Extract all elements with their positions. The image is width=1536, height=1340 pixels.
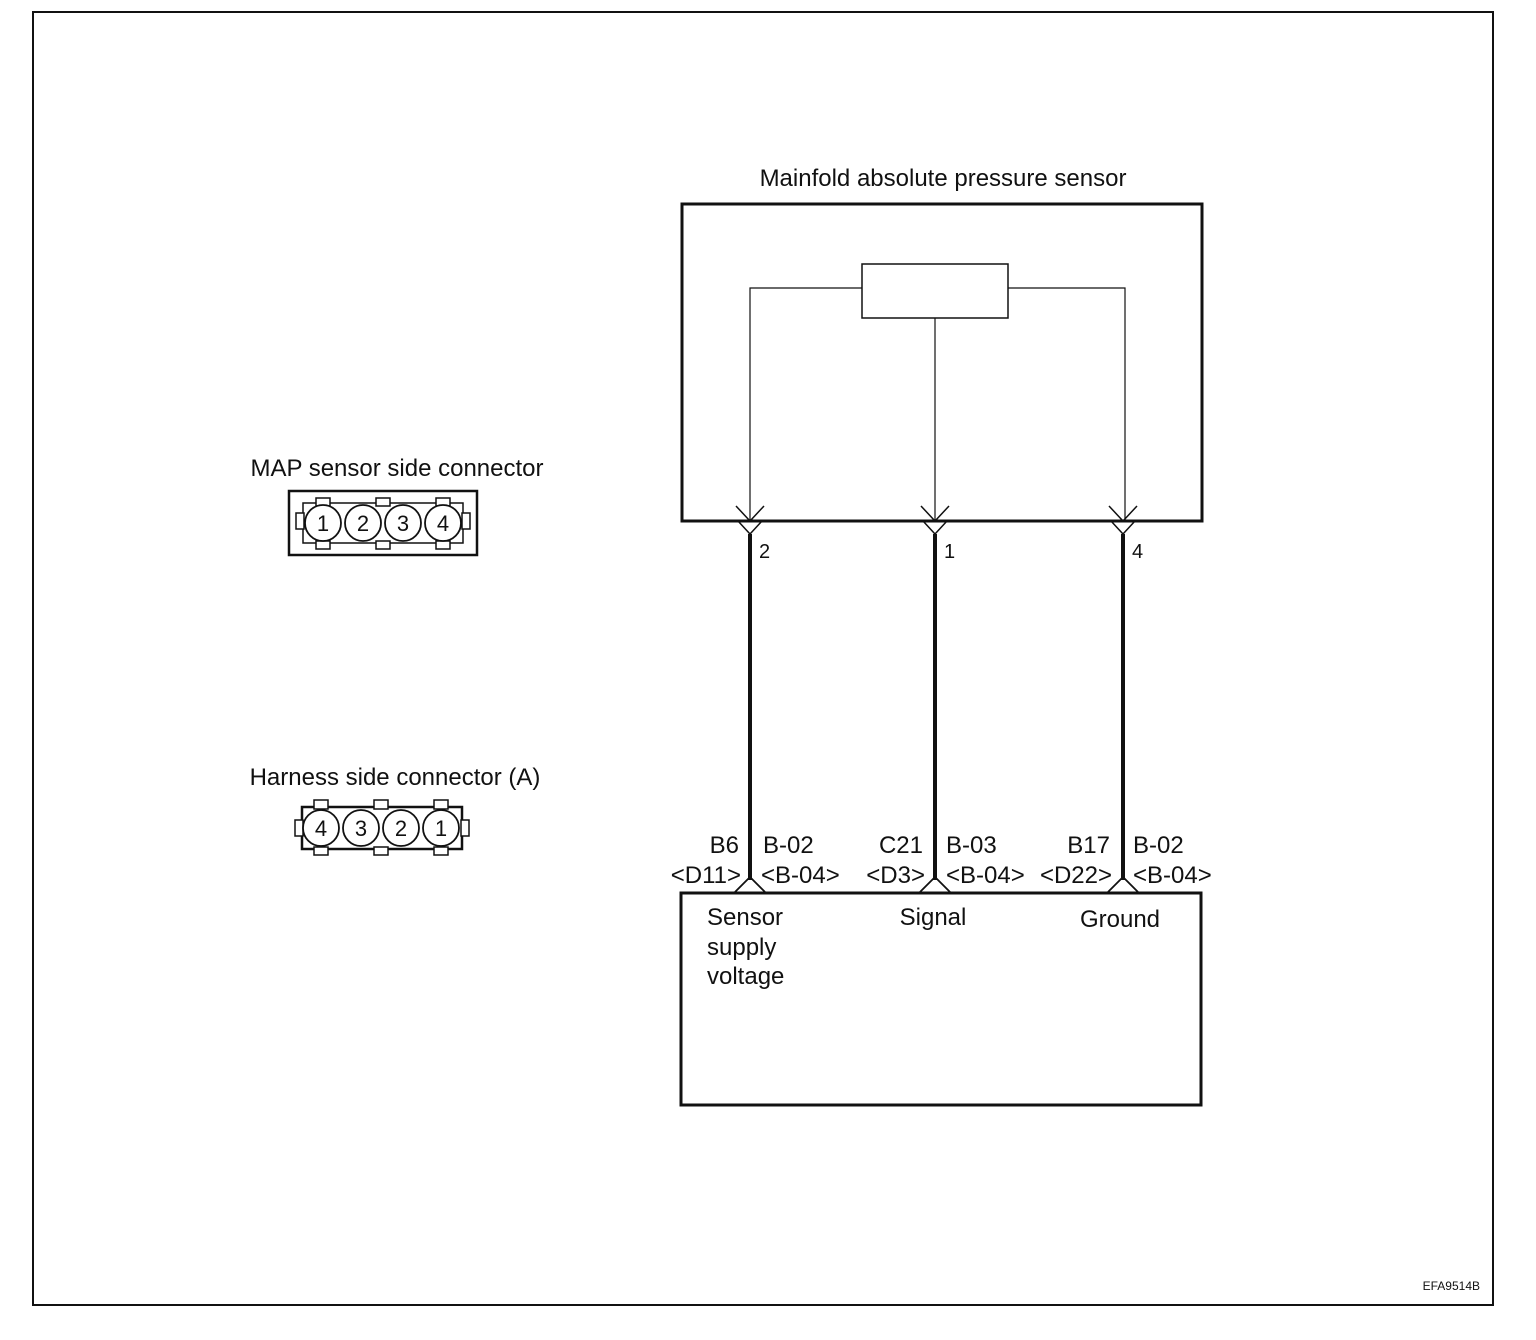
ecm-function-label: supply bbox=[707, 934, 776, 961]
harness-connector-pin: 4 bbox=[315, 816, 327, 841]
terminal-alt-label: <D22> bbox=[1040, 862, 1112, 889]
terminal-alt-label: <D11> bbox=[671, 862, 741, 889]
figure-code: EFA9514B bbox=[1423, 1279, 1480, 1293]
sensor-title: Mainfold absolute pressure sensor bbox=[760, 165, 1127, 192]
connector-label: B-02 bbox=[763, 832, 814, 859]
sensor-pin-label: 4 bbox=[1132, 541, 1143, 563]
sensor-connector-arrow-1 bbox=[920, 505, 950, 523]
sensor-connector-arrow-4b bbox=[1110, 520, 1136, 536]
map-connector-pin: 2 bbox=[357, 511, 369, 536]
terminal-label: B6 bbox=[710, 832, 739, 859]
ecm-function-label: Ground bbox=[1080, 906, 1160, 933]
map-connector-pin: 3 bbox=[397, 511, 409, 536]
terminal-label: C21 bbox=[879, 832, 923, 859]
connector-label: B-02 bbox=[1133, 832, 1184, 859]
connector-alt-label: <B-04> bbox=[761, 862, 840, 889]
map-connector-pin: 1 bbox=[317, 511, 329, 536]
ecm-function-label: Sensor bbox=[707, 904, 783, 931]
sensor-pin-label: 2 bbox=[759, 541, 770, 563]
ecm-function-label: voltage bbox=[707, 963, 784, 990]
ecm-connector-arrow bbox=[919, 875, 951, 893]
harness-connector-label: Harness side connector (A) bbox=[250, 764, 541, 791]
connector-label: B-03 bbox=[946, 832, 997, 859]
ecm-function-label: Signal bbox=[900, 904, 967, 931]
map-sensor-connector bbox=[287, 489, 479, 557]
harness-side-connector bbox=[294, 799, 470, 856]
map-connector-pin: 4 bbox=[437, 511, 449, 536]
sensor-box bbox=[680, 202, 1204, 523]
sensor-connector-arrow-2b bbox=[737, 520, 763, 536]
harness-connector-pin: 1 bbox=[435, 816, 447, 841]
terminal-label: B17 bbox=[1067, 832, 1110, 859]
outer-frame bbox=[32, 11, 1494, 1306]
ecm-connector-arrow bbox=[734, 875, 766, 893]
harness-connector-pin: 3 bbox=[355, 816, 367, 841]
sensor-connector-arrow-1b bbox=[922, 520, 948, 536]
connector-alt-label: <B-04> bbox=[1133, 862, 1212, 889]
connector-alt-label: <B-04> bbox=[946, 862, 1025, 889]
sensor-connector-arrow-2 bbox=[735, 505, 765, 523]
harness-connector-pin: 2 bbox=[395, 816, 407, 841]
internal-wire-right bbox=[1008, 287, 1126, 520]
sensing-element bbox=[861, 263, 1009, 319]
terminal-alt-label: <D3> bbox=[866, 862, 925, 889]
ecm-connector-arrow bbox=[1107, 875, 1139, 893]
map-connector-label: MAP sensor side connector bbox=[250, 455, 543, 482]
sensor-pin-label: 1 bbox=[944, 541, 955, 563]
sensor-connector-arrow-4 bbox=[1108, 505, 1138, 523]
ecm-box bbox=[679, 891, 1203, 1107]
internal-wire-left bbox=[749, 287, 862, 520]
